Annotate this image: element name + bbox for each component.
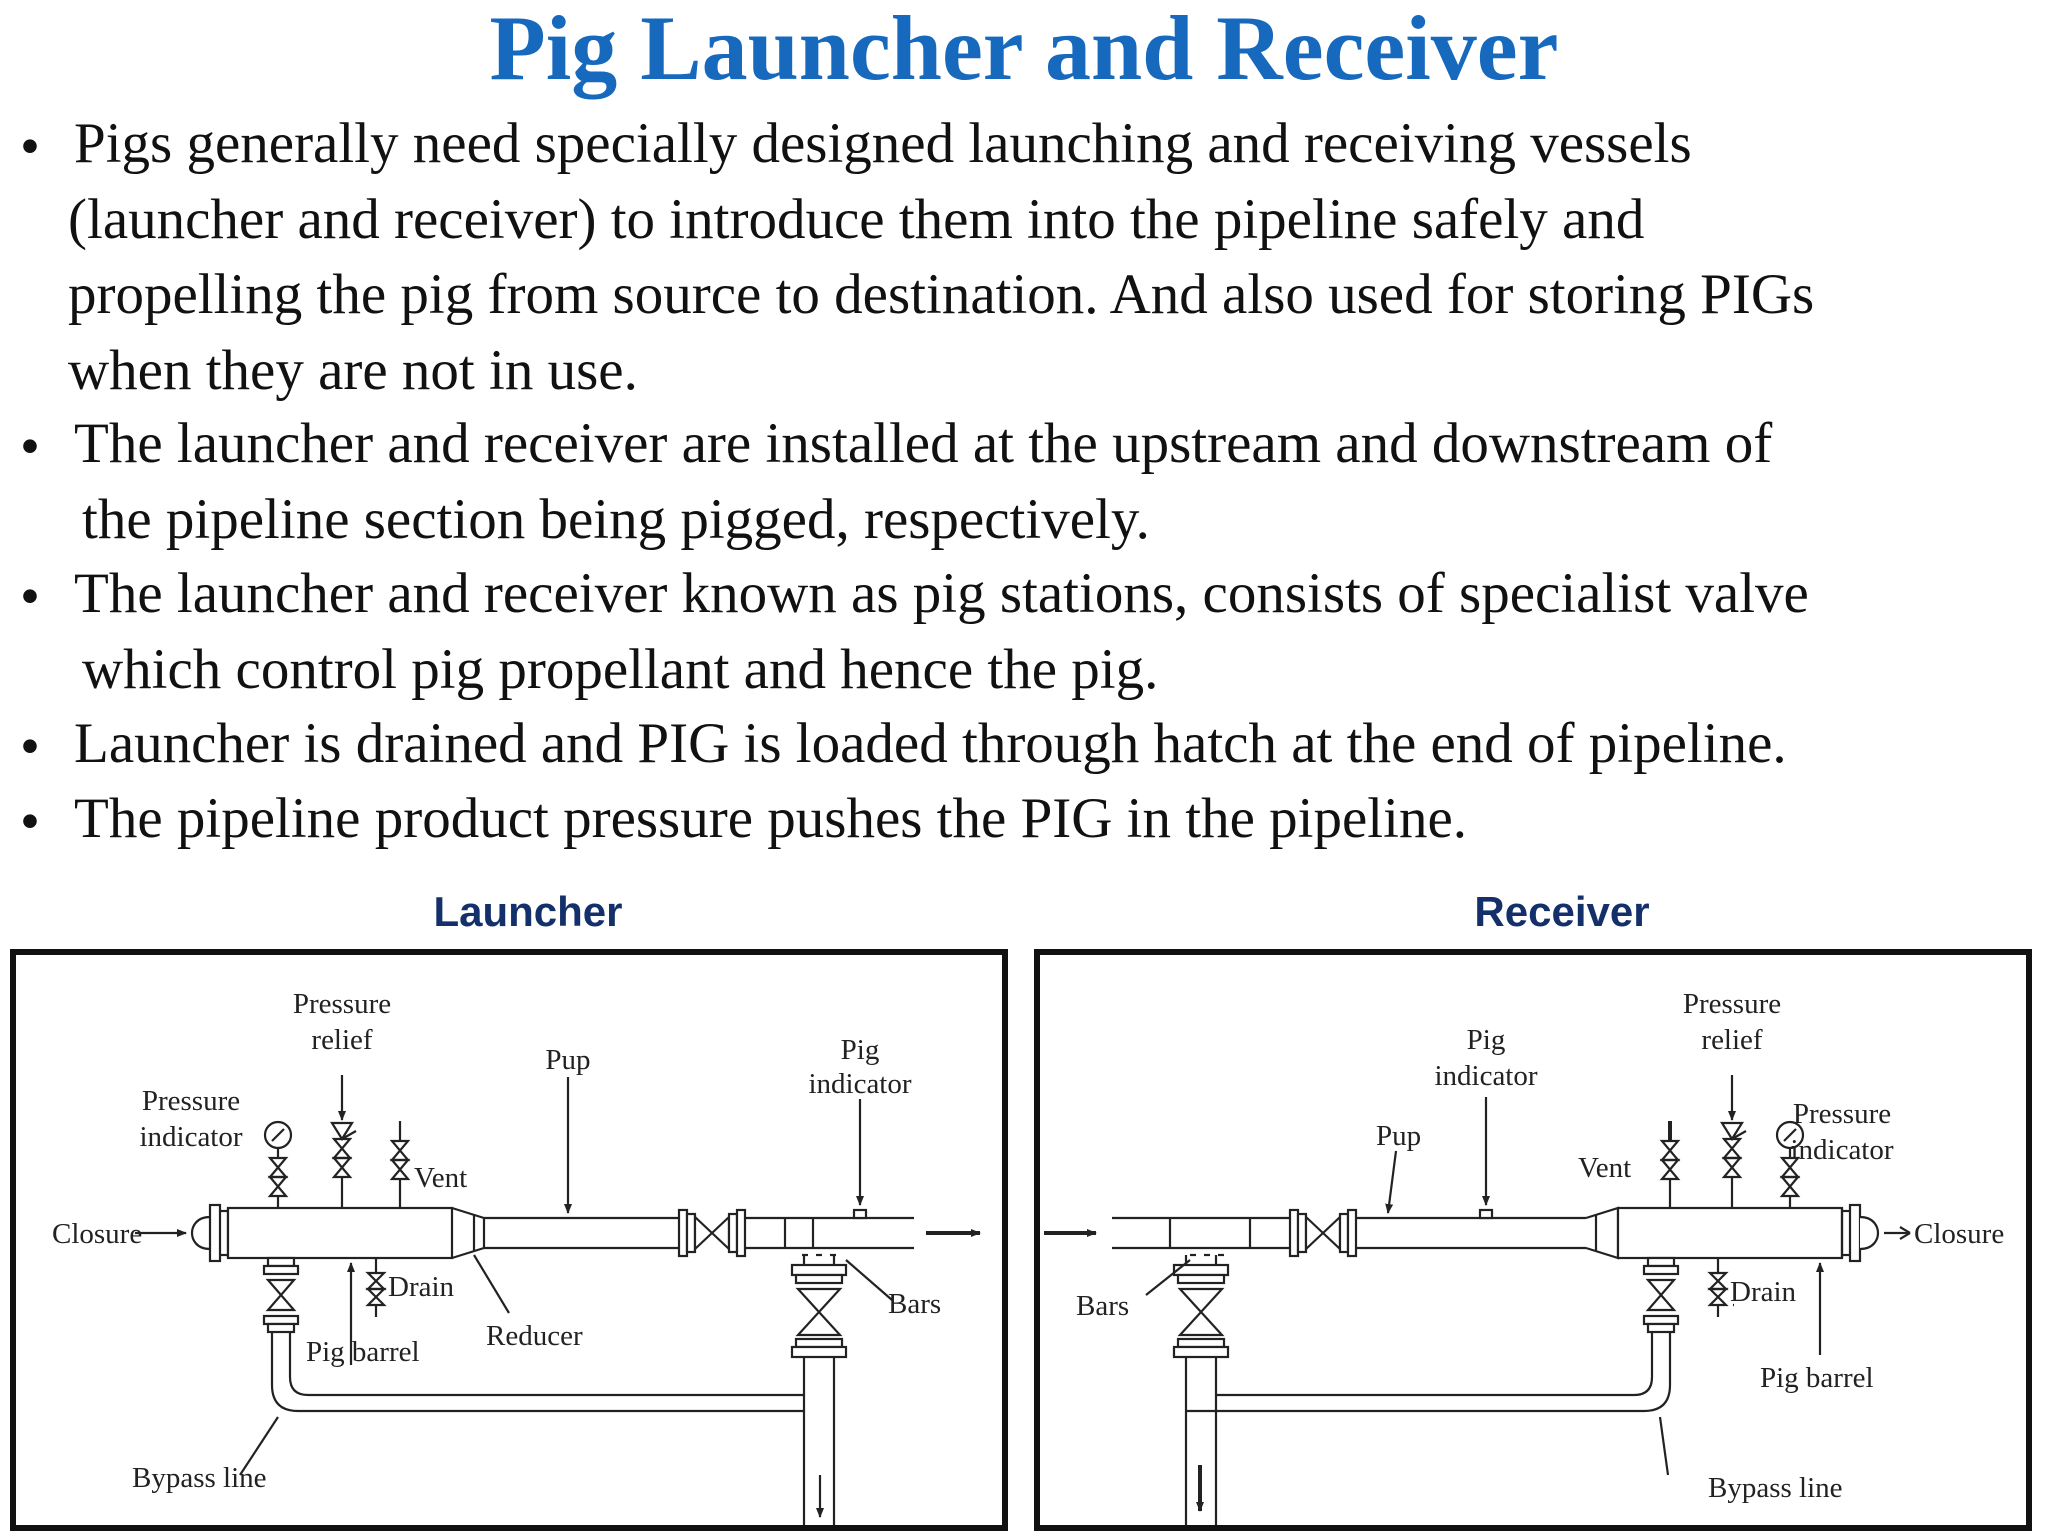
bullet-3-line-2: which control pig propellant and hence t… (82, 638, 1159, 701)
pig-barrel (226, 1206, 454, 1260)
label-drain: Drain (1730, 1276, 1797, 1308)
label-closure: Closure (52, 1218, 142, 1250)
label-bypass-line: Bypass line (132, 1462, 267, 1494)
label-pig-indicator: Pig (841, 1034, 880, 1066)
closure-flange (1848, 1203, 1862, 1263)
label-drain: Drain (388, 1271, 455, 1303)
label-pressure-relief-2: relief (311, 1024, 373, 1056)
drain-valve (365, 1271, 387, 1291)
launcher-title: Launcher (433, 888, 623, 935)
label-pig-barrel: Pig barrel (306, 1336, 420, 1368)
launcher-diagram-panel: Pressure relief Pressure indicator Pup P… (10, 949, 1008, 1531)
drain-valve (1707, 1271, 1729, 1291)
label-pressure-indicator: Pressure (142, 1085, 240, 1117)
label-pup: Pup (545, 1044, 590, 1076)
page-title: Pig Launcher and Receiver (489, 0, 1559, 99)
relief-valve (330, 1121, 354, 1142)
bullet-marker: • (20, 115, 40, 178)
label-vent: Vent (1578, 1152, 1631, 1184)
label-reducer: Reducer (486, 1320, 583, 1352)
closure-cap (190, 1215, 211, 1251)
label-closure: Closure (1914, 1218, 2004, 1250)
outlet-valve (1177, 1287, 1225, 1337)
bullet-1-line-3: propelling the pig from source to destin… (68, 263, 1815, 326)
relief-valve (1720, 1121, 1744, 1142)
label-pig-indicator-2: indicator (808, 1068, 911, 1100)
bullet-5-line-1: The pipeline product pressure pushes the… (74, 787, 1467, 850)
label-pig-barrel: Pig barrel (1760, 1362, 1874, 1394)
bypass-line (270, 1332, 804, 1413)
label-pig-indicator-2: indicator (1434, 1060, 1537, 1092)
label-pup: Pup (1376, 1120, 1421, 1152)
receiver-diagram: Pressure relief Pig indicator Pressure i… (1044, 988, 2004, 1525)
bullet-marker: • (20, 790, 40, 853)
label-bars: Bars (1076, 1290, 1129, 1322)
barrel-valve (1645, 1278, 1677, 1312)
closure-cap (1859, 1215, 1880, 1251)
receiver-title: Receiver (1474, 888, 1650, 935)
mainline-valve (693, 1214, 731, 1252)
receiver-diagram-panel: Pressure relief Pig indicator Pressure i… (1034, 949, 2032, 1531)
pig-indicator (852, 1208, 868, 1220)
label-pressure-indicator: Pressure (1793, 1098, 1891, 1130)
pig-barrel (1616, 1206, 1844, 1260)
bypass-line (1186, 1332, 1672, 1413)
bullet-marker: • (20, 565, 40, 628)
bullet-marker: • (20, 415, 40, 478)
supply-valve (795, 1287, 843, 1337)
mainline-valve (1304, 1214, 1342, 1252)
bullet-2-line-1: The launcher and receiver are installed … (74, 412, 1773, 475)
bullet-1-line-1: Pigs generally need specially designed l… (74, 112, 1692, 175)
bullet-1-line-2: (launcher and receiver) to introduce the… (68, 188, 1645, 251)
label-pressure-relief: Pressure (1683, 988, 1781, 1020)
label-pressure-relief-2: relief (1701, 1024, 1763, 1056)
bullet-1-line-4: when they are not in use. (68, 339, 638, 402)
bullet-list: • Pigs generally need specially designed… (0, 112, 2048, 872)
bullet-3-line-1: The launcher and receiver known as pig s… (74, 562, 1809, 625)
reducer (451, 1206, 486, 1260)
pig-indicator (1478, 1208, 1494, 1220)
bullet-marker: • (20, 715, 40, 778)
label-vent: Vent (414, 1162, 467, 1194)
label-pressure-indicator-2: indicator (1790, 1134, 1893, 1166)
bullet-2-line-2: the pipeline section being pigged, respe… (82, 488, 1150, 551)
label-pig-indicator: Pig (1467, 1024, 1506, 1056)
label-pressure-relief: Pressure (293, 988, 391, 1020)
launcher-diagram: Pressure relief Pressure indicator Pup P… (52, 988, 981, 1525)
kicker-valve (265, 1278, 297, 1312)
vent-valve (1659, 1139, 1681, 1162)
label-bypass-line: Bypass line (1708, 1472, 1843, 1504)
label-bars: Bars (888, 1288, 941, 1320)
vent-valve (389, 1139, 411, 1162)
bullet-4-line-1: Launcher is drained and PIG is loaded th… (74, 712, 1787, 775)
closure-flange (208, 1203, 222, 1263)
reducer (1585, 1206, 1620, 1260)
label-pressure-indicator-2: indicator (139, 1121, 242, 1153)
